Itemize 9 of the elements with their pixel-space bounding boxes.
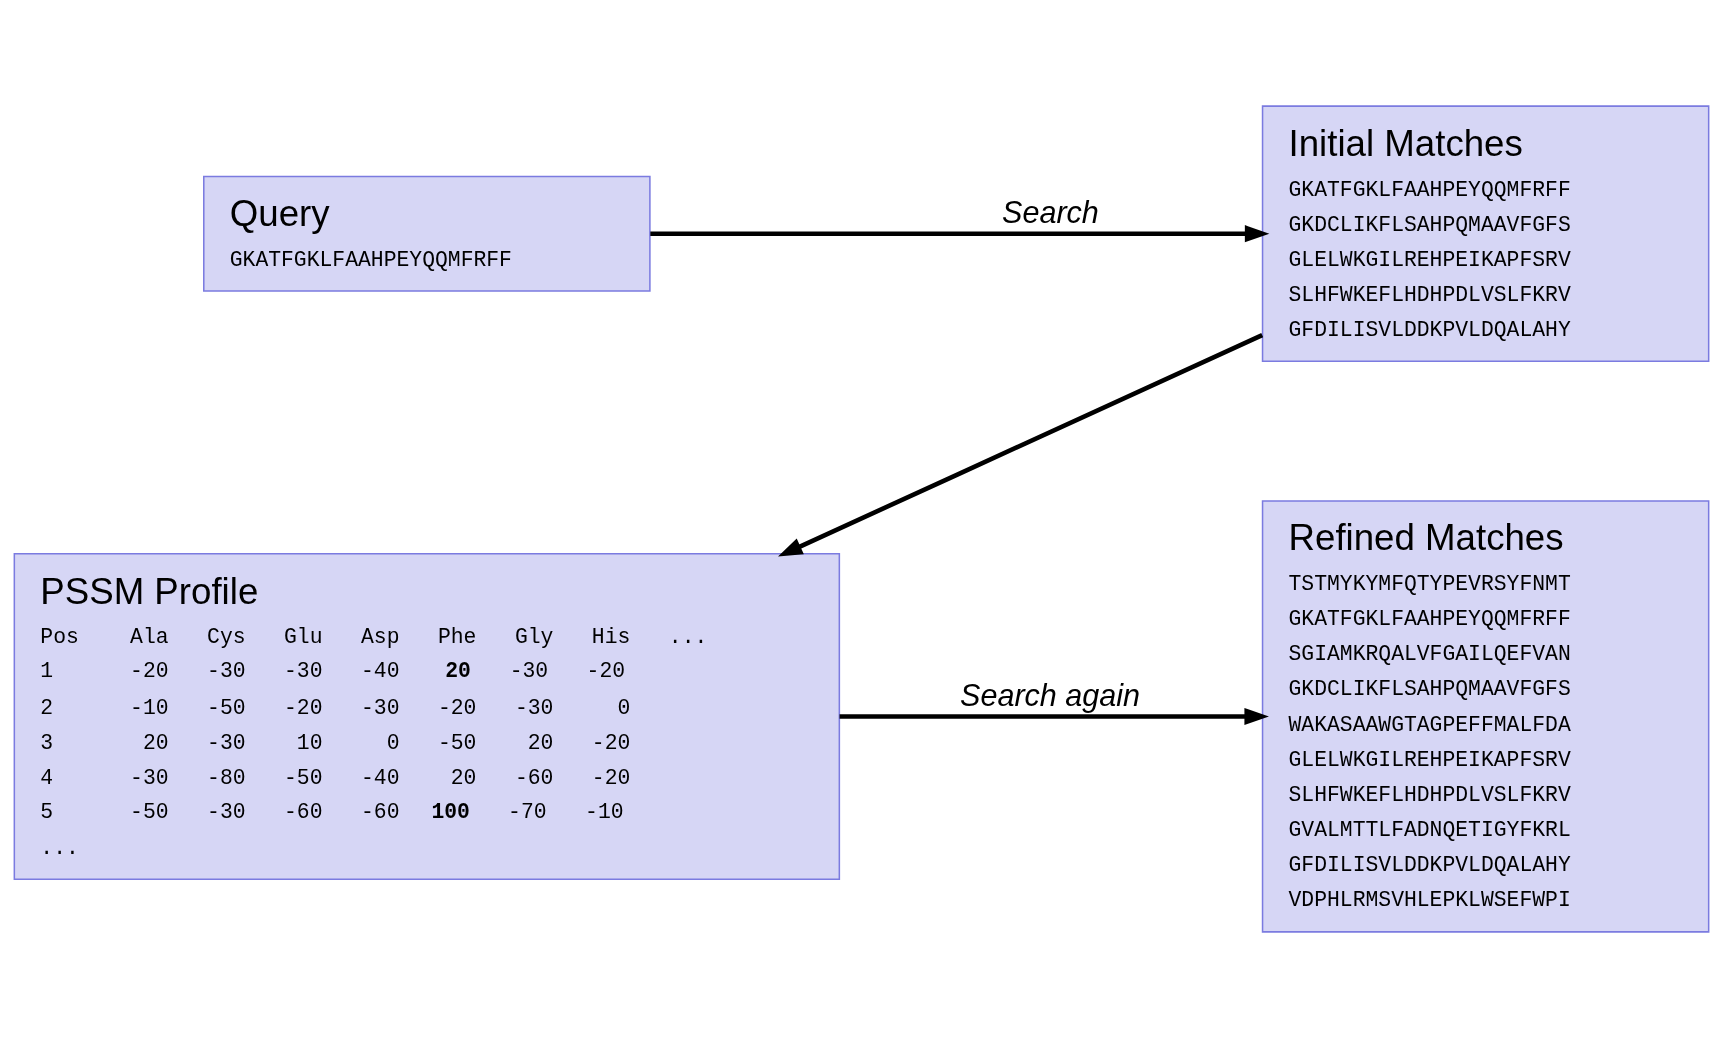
node-box: Refined Matches TSTMYKYMFQTYPEVRSYFNMT GKATFGKLFAAHPEYQQMFRFF SGIAMKRQALVFGAILQEFVAN GKDCLIKFLSAHPQMAAVFGFS WAKASAAWGTAGPEFFMALFDA GLELWKGILREHPEIKAPFSRV SLHFWKEFLHDHPDLVSLFKRV GVALMTTLFADNQETIGYFKRL GFDILISVLDDKPVLDQALAHY VDPHLRMSVHLEPKLWSEFWPI xyxy=(1261,499,1710,933)
node-box: Initial Matches GKATFGKLFAAHPEYQQMFRFF GKDCLIKFLSAHPQMAAVFGFS GLELWKGILREHPEIKAPFSRV SLHFWKEFLHDHPDLVSLFKRV GFDILISVLDDKPVLDQALAHY xyxy=(1261,104,1710,362)
arrow xyxy=(839,707,1269,725)
edge-label: Search again xyxy=(960,677,1141,712)
node-box: PSSM Profile Pos Ala Cys Glu Asp Phe Gly His ... 1 -20 -30 -30 -40 20 -30 -20 2 -10 -50 -20 -30 -20 -30 0 3 20 -30 10 0 -50 20 -20 4 -30 -80 -50 -40 20 -60 -20 5 -50 -30 -60 -60 100 -70 -10 ... xyxy=(13,552,841,880)
node-box: Query GKATFGKLFAAHPEYQQMFRFF xyxy=(203,175,651,292)
arrow xyxy=(778,332,1264,557)
edge-label: Search xyxy=(1002,194,1099,229)
arrow xyxy=(650,224,1270,242)
